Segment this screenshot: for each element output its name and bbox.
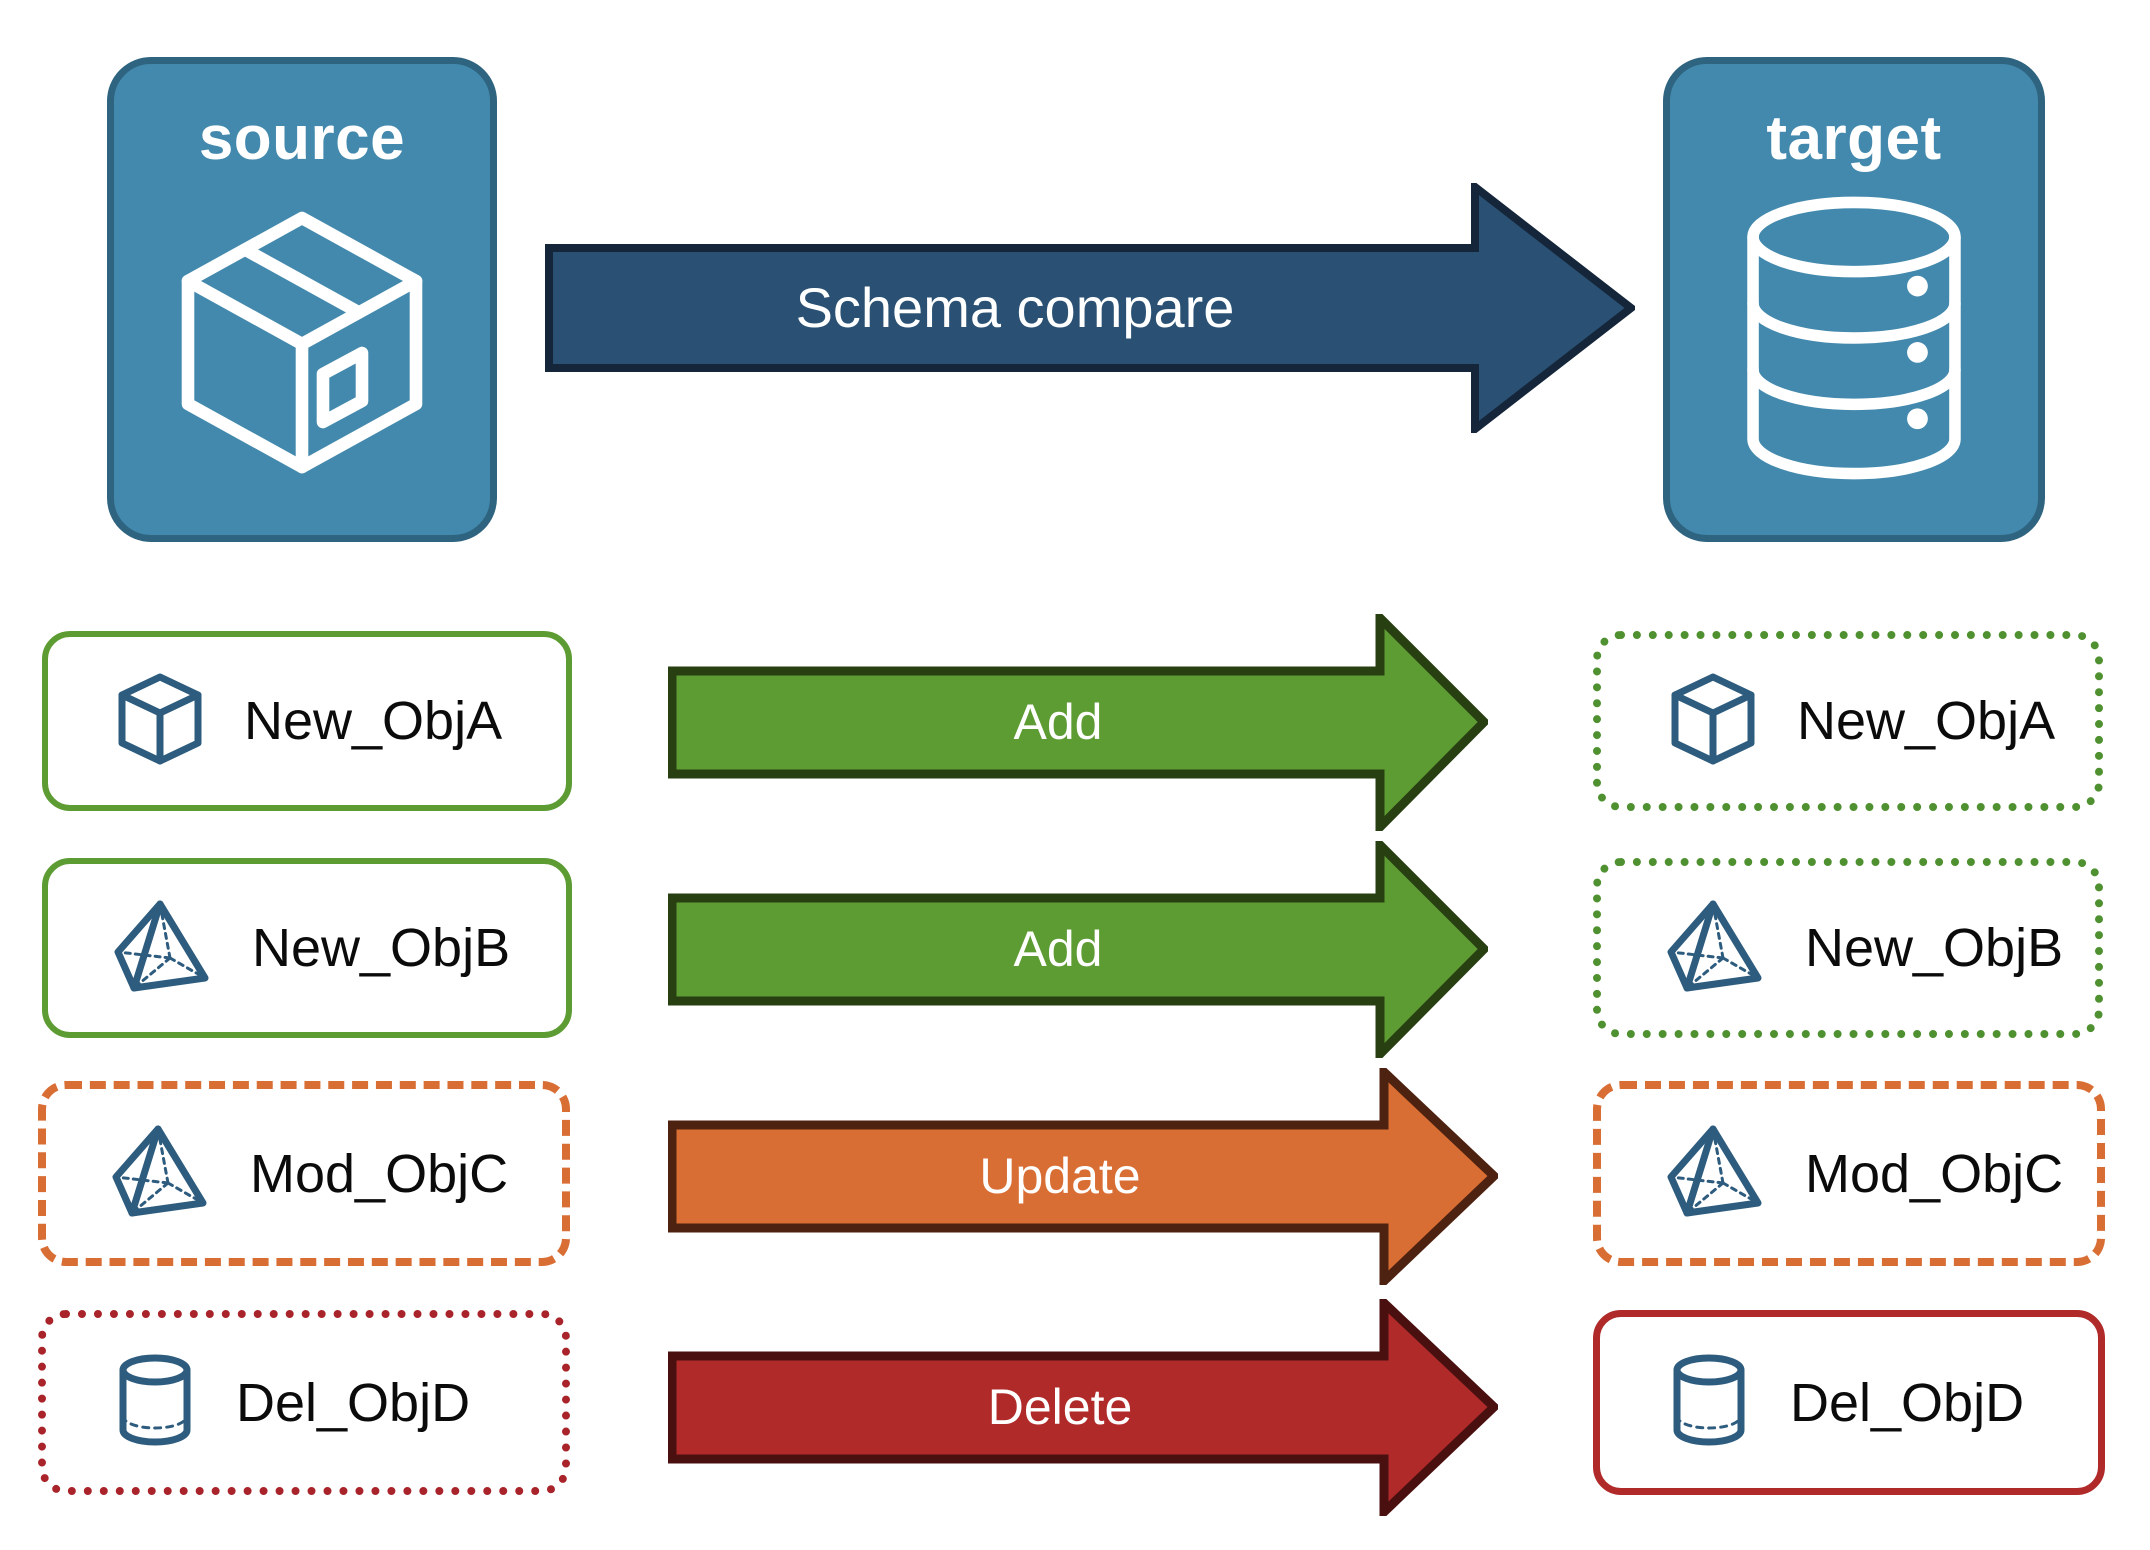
source-object-chip[interactable]: Mod_ObjC xyxy=(38,1081,570,1266)
target-object-chip[interactable]: Mod_ObjC xyxy=(1593,1081,2105,1266)
wireframe-cylinder-icon xyxy=(108,1350,202,1455)
source-object-label: New_ObjA xyxy=(244,691,503,751)
source-object-label: Mod_ObjC xyxy=(250,1143,509,1204)
target-object-chip[interactable]: New_ObjA xyxy=(1593,631,2103,811)
schema-compare-arrow[interactable]: Schema compare xyxy=(545,183,1635,433)
wireframe-pyramid-icon xyxy=(108,1121,216,1226)
target-object-label: New_ObjA xyxy=(1797,691,2056,751)
add-action-arrow[interactable]: Add xyxy=(668,614,1488,831)
source-endpoint-card[interactable]: source xyxy=(107,57,497,542)
source-object-chip[interactable]: Del_ObjD xyxy=(38,1310,570,1495)
wireframe-cube-icon xyxy=(110,669,210,774)
source-object-chip[interactable]: New_ObjA xyxy=(42,631,572,811)
target-object-label: New_ObjB xyxy=(1805,918,2064,978)
wireframe-pyramid-icon xyxy=(110,896,218,1001)
database-cylinder-icon xyxy=(1709,188,1999,493)
add-action-arrow[interactable]: Add xyxy=(668,841,1488,1058)
source-endpoint-title: source xyxy=(198,104,406,173)
wireframe-cube-icon xyxy=(1663,669,1763,774)
wireframe-pyramid-icon xyxy=(1663,1121,1771,1226)
target-object-chip[interactable]: Del_ObjD xyxy=(1593,1310,2105,1495)
wireframe-pyramid-icon xyxy=(1663,896,1771,1001)
source-object-chip[interactable]: New_ObjB xyxy=(42,858,572,1038)
delete-action-arrow[interactable]: Delete xyxy=(668,1299,1498,1516)
source-object-label: New_ObjB xyxy=(252,918,511,978)
target-endpoint-title: target xyxy=(1766,104,1942,173)
target-object-label: Mod_ObjC xyxy=(1805,1143,2064,1204)
target-object-chip[interactable]: New_ObjB xyxy=(1593,858,2103,1038)
source-object-label: Del_ObjD xyxy=(236,1372,471,1433)
target-object-label: Del_ObjD xyxy=(1790,1372,2025,1433)
update-action-arrow[interactable]: Update xyxy=(668,1068,1498,1285)
box-3d-icon xyxy=(152,188,452,493)
wireframe-cylinder-icon xyxy=(1662,1350,1756,1455)
target-endpoint-card[interactable]: target xyxy=(1663,57,2045,542)
